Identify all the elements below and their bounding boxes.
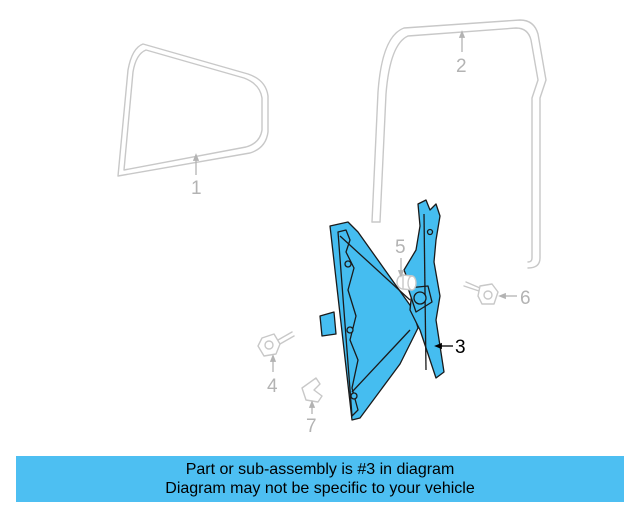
callout-1: 1: [191, 153, 202, 199]
callout-7: 7: [306, 400, 317, 437]
callout-4: 4: [267, 354, 278, 397]
callout-2: 2: [456, 30, 467, 77]
bushing-part: [396, 274, 417, 291]
bolt-part-4: [257, 331, 295, 357]
svg-text:6: 6: [520, 288, 531, 309]
banner-line-part: Part or sub-assembly is #3 in diagram: [185, 461, 455, 478]
parts-diagram: 1 2 3 5: [117, 19, 547, 437]
run-channel-part: [371, 19, 547, 269]
part-info-banner: Part or sub-assembly is #3 in diagram Di…: [16, 456, 624, 502]
banner-line-disclaimer: Diagram may not be specific to your vehi…: [165, 480, 475, 497]
svg-text:4: 4: [267, 376, 278, 397]
svg-text:5: 5: [395, 237, 406, 258]
svg-text:1: 1: [191, 178, 202, 199]
window-regulator-part: [319, 199, 445, 421]
callout-3: 3: [434, 337, 466, 358]
callout-6: 6: [498, 288, 531, 309]
door-glass-part: [117, 43, 269, 177]
svg-text:7: 7: [306, 416, 317, 437]
callout-5: 5: [395, 237, 406, 278]
clip-part: [301, 377, 323, 403]
svg-text:2: 2: [456, 56, 467, 77]
bolt-part-6: [463, 281, 499, 305]
svg-text:3: 3: [455, 337, 466, 358]
